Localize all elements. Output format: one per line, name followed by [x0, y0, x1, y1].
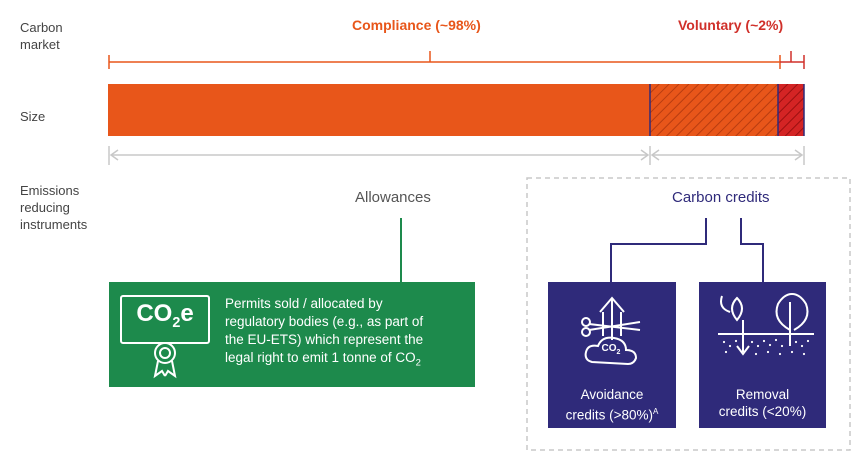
- carbon-credits-frame: [526, 177, 851, 451]
- removal-line-2: credits (<20%): [718, 404, 807, 419]
- certificate-icon: [120, 295, 210, 379]
- removal-icon: [718, 292, 814, 356]
- avoidance-label: Avoidance credits (>80%)A: [548, 386, 676, 424]
- allowances-description: Permits sold / allocated by regulatory b…: [225, 295, 470, 373]
- soil-dots: [722, 338, 810, 356]
- row-label-instruments: Emissions reducing instruments: [20, 183, 88, 232]
- voluntary-brace: [780, 51, 805, 69]
- span-arrows: [108, 146, 805, 165]
- removal-line-1: Removal: [735, 387, 790, 402]
- allowances-line-2: regulatory bodies (e.g., as part of: [225, 314, 424, 329]
- avoidance-icon: [581, 296, 641, 366]
- compliance-label: Compliance (~98%): [352, 17, 481, 33]
- voluntary-label: Voluntary (~2%): [678, 17, 784, 33]
- market-brace: [108, 51, 781, 69]
- removal-label: Removal credits (<20%): [699, 386, 826, 420]
- co2e-badge: CO2e: [136, 300, 194, 331]
- allowances-title: Allowances: [355, 189, 431, 206]
- carbon-credits-title: Carbon credits: [672, 189, 770, 206]
- row-label-carbon-market: Carbon market: [20, 20, 63, 52]
- avoidance-footnote: A: [653, 407, 659, 416]
- allowances-line-3: the EU-ETS) which represent the: [225, 332, 424, 347]
- avoidance-line-1: Avoidance: [580, 387, 644, 402]
- allowances-line-4: legal right to emit 1 tonne of CO2: [225, 350, 421, 369]
- size-bar-compliance: [108, 84, 650, 136]
- allowances-line-1: Permits sold / allocated by: [225, 296, 383, 311]
- size-bar-voluntary: [778, 84, 804, 136]
- row-label-size: Size: [20, 109, 46, 124]
- size-bar-compliance-credits: [650, 84, 778, 136]
- avoidance-icon-co2: CO2: [601, 343, 621, 356]
- allowances-box: [109, 282, 475, 387]
- avoidance-line-2: credits (>80%)A: [565, 407, 659, 423]
- removal-box: [699, 282, 826, 428]
